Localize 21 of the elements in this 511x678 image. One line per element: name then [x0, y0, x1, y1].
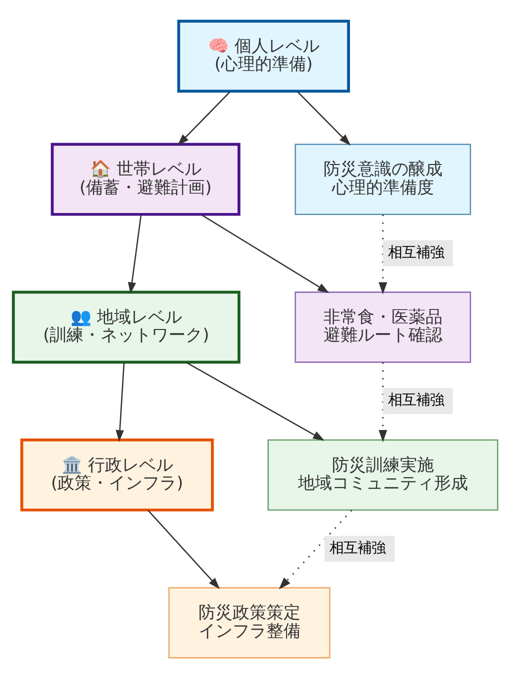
node-box: 防災訓練実施 地域コミュニティ形成	[268, 438, 498, 510]
arrow	[148, 509, 220, 589]
arrow	[378, 362, 388, 442]
arrow	[378, 214, 388, 294]
arrow	[177, 90, 231, 146]
node-box: 防災意識の醸成 心理的準備度	[294, 143, 472, 215]
node-box: 👥 地域レベル (訓練・ネットワーク)	[12, 290, 240, 364]
node-box: 防災政策策定 インフラ整備	[168, 586, 330, 658]
arrow	[200, 214, 330, 293]
edge-label: 相互補強	[388, 392, 444, 408]
edge-label: 相互補強	[388, 244, 444, 260]
arrow	[297, 90, 351, 146]
node-box: 🧠 個人レベル (心理的準備)	[177, 19, 350, 92]
node-box: 🏠 世帯レベル (備蓄・避難計画)	[50, 142, 240, 216]
edge-label: 相互補強	[330, 540, 386, 556]
arrow	[116, 362, 125, 442]
arrow	[278, 509, 352, 589]
arrow	[186, 361, 325, 440]
node-box: 非常食・医薬品 避難ルート確認	[294, 291, 472, 362]
arrow	[128, 214, 142, 294]
node-box: 🏛 行政レベル (政策・インフラ)	[20, 438, 214, 511]
